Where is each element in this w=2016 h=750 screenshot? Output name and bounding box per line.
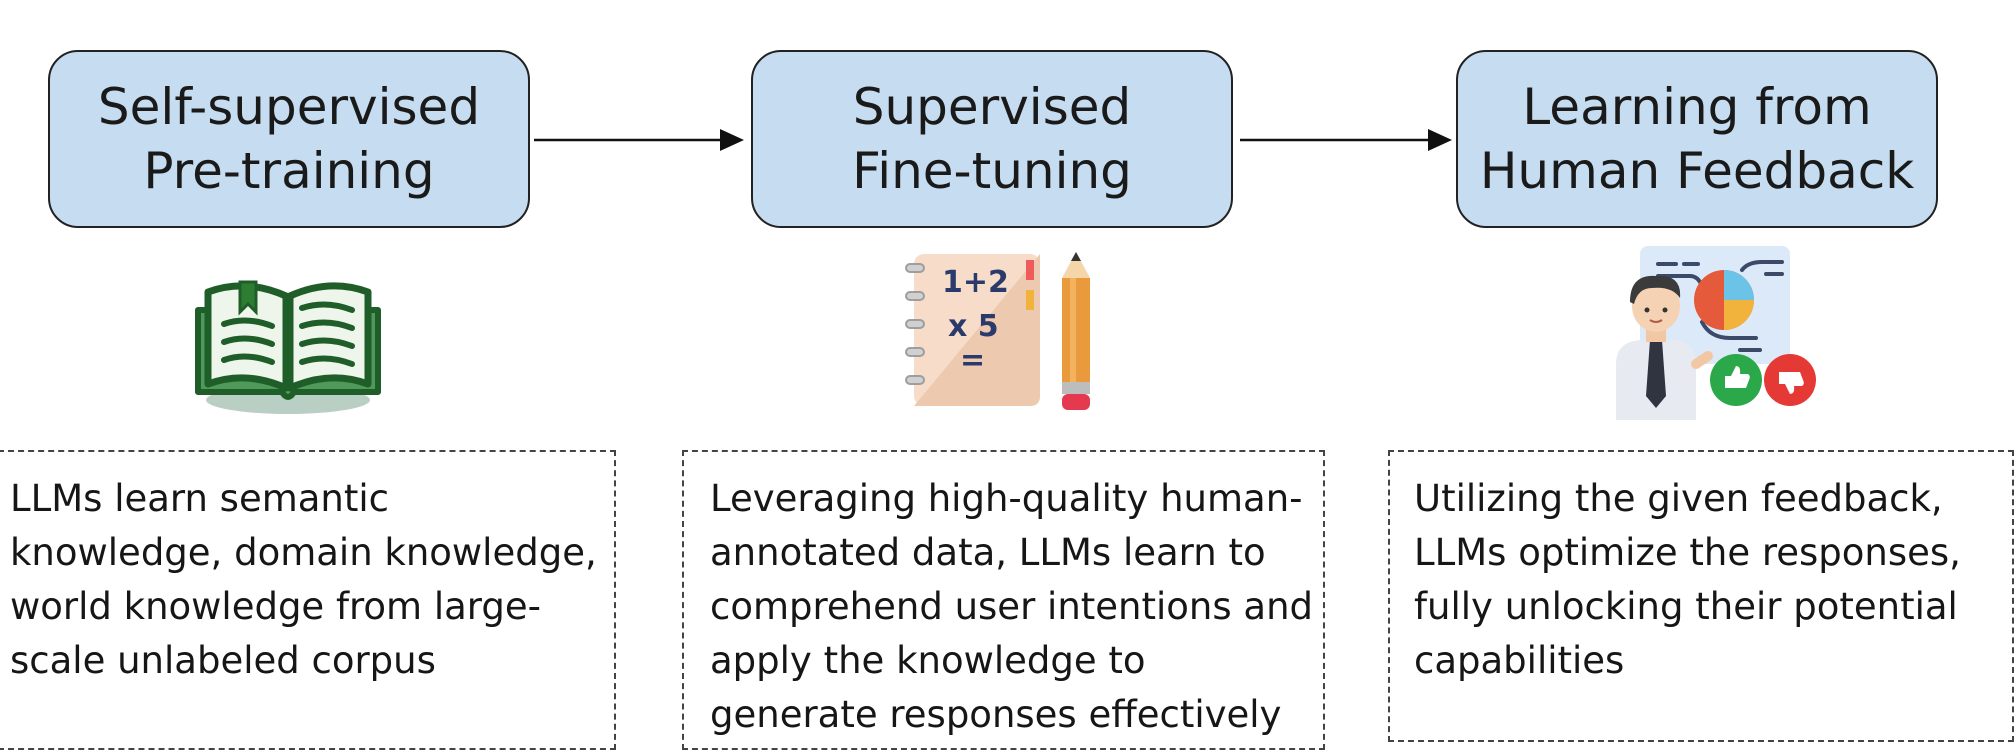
math-text-line1: 1+2 <box>942 265 1009 300</box>
description-line: Utilizing the given feedback, <box>1414 477 1943 520</box>
description-line: world knowledge from large- <box>10 585 541 628</box>
stage-self-supervised-pretraining: Self-supervised Pre-training <box>48 50 530 228</box>
stage-title-line1: Supervised <box>852 78 1132 136</box>
description-line: apply the knowledge to <box>710 639 1146 682</box>
stage-learning-from-human-feedback: Learning from Human Feedback <box>1456 50 1938 228</box>
description-line: generate responses effectively <box>710 693 1282 736</box>
math-notebook-pencil-icon: 1+2 x 5 = <box>905 252 1090 410</box>
description-line: Leveraging high-quality human- <box>710 477 1303 520</box>
description-finetuning: Leveraging high-quality human- annotated… <box>682 450 1325 750</box>
description-line: comprehend user intentions and <box>710 585 1314 628</box>
stage-title-line1: Learning from <box>1522 78 1872 136</box>
arrow-right-icon <box>1240 129 1452 151</box>
arrow-right-icon <box>534 129 744 151</box>
stage-supervised-finetuning: Supervised Fine-tuning <box>751 50 1233 228</box>
math-text-line2: x 5 <box>948 309 999 344</box>
description-human-feedback: Utilizing the given feedback, LLMs optim… <box>1388 450 2014 742</box>
description-line: scale unlabeled corpus <box>10 639 436 682</box>
description-line: capabilities <box>1414 639 1625 682</box>
stage-title-line1: Self-supervised <box>97 78 481 136</box>
math-text-line3: = <box>960 343 985 378</box>
open-book-icon <box>195 280 381 414</box>
stage-title-line2: Fine-tuning <box>852 142 1132 200</box>
human-feedback-icon <box>1616 246 1816 420</box>
description-line: annotated data, LLMs learn to <box>710 531 1266 574</box>
stage-title-line2: Human Feedback <box>1479 142 1915 200</box>
description-line: LLMs optimize the responses, <box>1414 531 1961 574</box>
description-pretraining: LLMs learn semantic knowledge, domain kn… <box>0 450 616 750</box>
description-line: fully unlocking their potential <box>1414 585 1958 628</box>
stage-title-line2: Pre-training <box>143 142 435 200</box>
description-line: LLMs learn semantic <box>10 477 390 520</box>
description-line: knowledge, domain knowledge, <box>10 531 597 574</box>
